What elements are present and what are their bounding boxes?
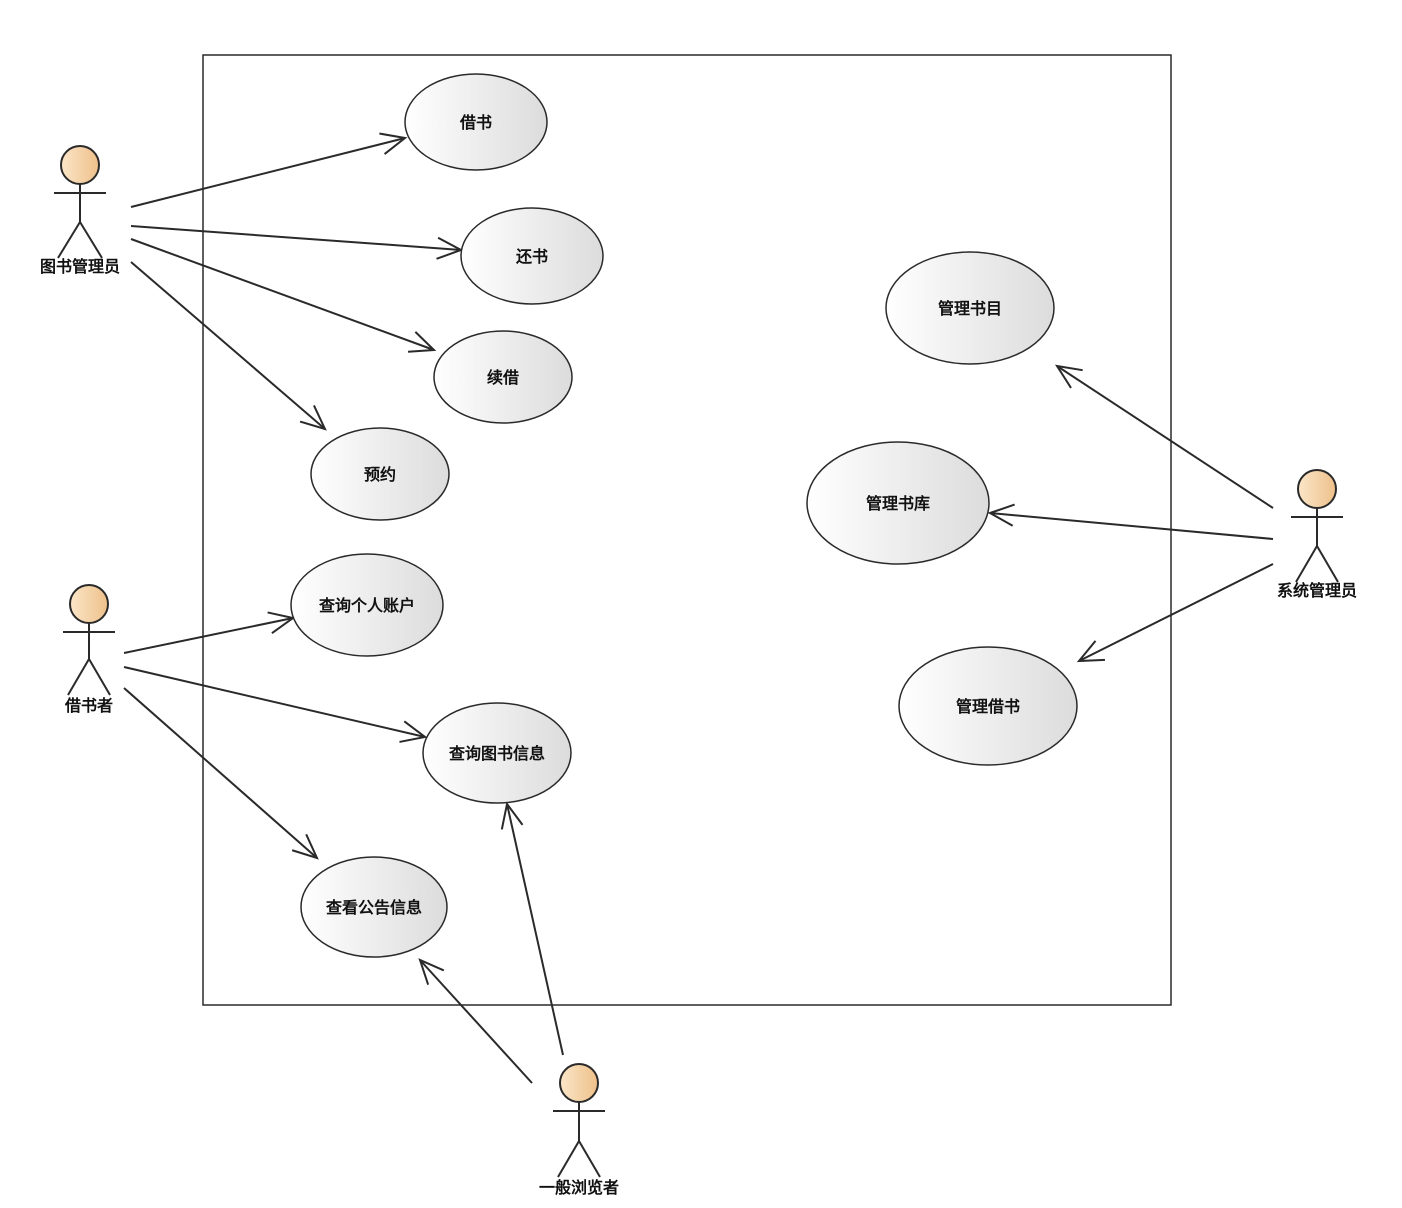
actor-label: 借书者 [64, 696, 113, 715]
association-librarian-reserve[interactable] [130, 261, 327, 431]
arrowhead-icon [379, 132, 408, 155]
actor-icon [54, 145, 106, 259]
association-line [506, 803, 564, 1056]
arrowhead-icon [500, 801, 524, 830]
association-line [123, 687, 318, 859]
actor-sysadmin[interactable]: 系统管理员 [1277, 469, 1357, 600]
arrowhead-icon [291, 833, 319, 860]
association-sysadmin-manage_catalog[interactable] [1054, 364, 1274, 509]
actor-icon [1291, 469, 1343, 583]
association-line [123, 617, 294, 654]
association-line [1056, 365, 1274, 509]
actor-librarian[interactable]: 图书管理员 [40, 145, 120, 276]
use-case-query-book[interactable]: 查询图书信息 [422, 702, 572, 804]
association-librarian-borrow[interactable] [130, 132, 408, 208]
actor-label: 图书管理员 [40, 257, 120, 276]
actor-label: 一般浏览者 [539, 1178, 619, 1197]
use-case-query-account[interactable]: 查询个人账户 [290, 553, 444, 657]
arrowhead-icon [407, 331, 437, 353]
use-case-label: 查询个人账户 [319, 596, 415, 615]
arrowhead-icon [1076, 640, 1106, 663]
use-case-label: 查询图书信息 [449, 744, 545, 763]
association-line [1078, 563, 1274, 662]
association-line [130, 261, 326, 430]
association-line [130, 238, 435, 351]
arrowhead-icon [399, 720, 428, 743]
association-borrower-query_account[interactable] [123, 611, 296, 654]
actor-label: 系统管理员 [1277, 581, 1357, 600]
association-sysadmin-manage_stock[interactable] [987, 503, 1274, 540]
use-case-manage-catalog[interactable]: 管理书目 [885, 251, 1055, 365]
use-case-label: 预约 [364, 465, 396, 484]
association-librarian-renew[interactable] [130, 238, 437, 353]
use-case-label: 管理书库 [866, 494, 930, 513]
associations [123, 132, 1274, 1084]
arrowhead-icon [418, 958, 445, 986]
arrowhead-icon [1054, 364, 1083, 389]
association-visitor-query_book[interactable] [500, 801, 564, 1056]
use-case-label: 借书 [459, 113, 492, 132]
arrowhead-icon [299, 405, 327, 431]
association-borrower-query_book[interactable] [123, 666, 428, 743]
use-case-renew[interactable]: 续借 [433, 330, 573, 424]
actor-borrower[interactable]: 借书者 [63, 584, 115, 715]
association-visitor-view_notice[interactable] [418, 958, 533, 1084]
association-librarian-return[interactable] [130, 225, 464, 260]
association-line [130, 137, 406, 208]
actor-visitor[interactable]: 一般浏览者 [539, 1063, 619, 1197]
use-case-label: 管理书目 [938, 299, 1002, 318]
use-case-label: 续借 [487, 368, 519, 387]
use-case-label: 管理借书 [956, 697, 1020, 716]
use-case-manage-stock[interactable]: 管理书库 [806, 441, 990, 565]
use-case-manage-loans[interactable]: 管理借书 [898, 646, 1078, 766]
use-case-label: 查看公告信息 [326, 898, 422, 917]
use-case-return[interactable]: 还书 [460, 207, 604, 305]
association-sysadmin-manage_loans[interactable] [1076, 563, 1274, 663]
association-line [123, 666, 426, 738]
association-line [130, 225, 462, 251]
use-case-view-notice[interactable]: 查看公告信息 [300, 856, 448, 958]
arrowhead-icon [987, 503, 1015, 527]
actor-icon [63, 584, 115, 696]
use-case-label: 还书 [515, 247, 548, 266]
association-line [419, 959, 533, 1084]
use-case-borrow[interactable]: 借书 [404, 73, 548, 171]
use-case-reserve[interactable]: 预约 [310, 427, 450, 521]
association-borrower-view_notice[interactable] [123, 687, 319, 860]
association-line [989, 512, 1274, 540]
actor-icon [553, 1063, 605, 1178]
